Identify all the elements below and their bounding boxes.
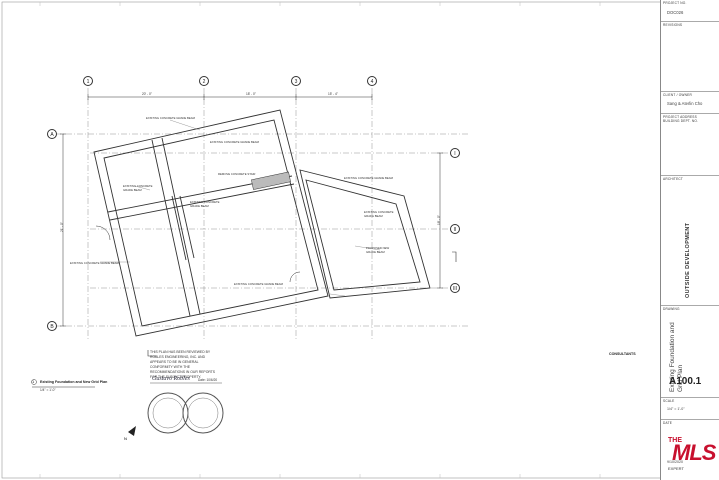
footing-note: EXISTING CONCRETE GRADE BEAM bbox=[190, 200, 220, 208]
revisions-label: REVISIONS bbox=[663, 23, 683, 27]
client-cell: CLIENT / OWNER Sang & Aterlin Cho bbox=[661, 92, 719, 114]
caption-title: Existing Foundation and New Grid Plan bbox=[40, 380, 108, 384]
dimension-label: 20' - 0" bbox=[142, 92, 152, 96]
scale-value: 1/4" = 1'-0" bbox=[667, 407, 685, 411]
svg-text:N: N bbox=[124, 436, 127, 441]
engineer-signature: Gustavo Robles bbox=[152, 376, 190, 382]
dimension-label: 21' - 0" bbox=[59, 222, 64, 232]
date-value: 9/10/2020 bbox=[667, 460, 683, 464]
footing-note: EXISTING CONCRETE GRADE BEAM bbox=[123, 184, 153, 192]
grid-bubble-column: 1 bbox=[83, 76, 93, 86]
footing-note: REMOVE CONCRETE STAIR bbox=[218, 172, 256, 176]
mls-logo: THE MLS EXPERT bbox=[664, 437, 716, 475]
grid-bubble-row-right: III bbox=[450, 283, 460, 293]
project-no-cell: PROJECT NO. DOC026 bbox=[661, 0, 719, 22]
footing-note: EXISTING CONCRETE GRADE BEAM bbox=[234, 282, 283, 286]
project-no: DOC026 bbox=[667, 10, 684, 15]
caption-scale: 1/4" = 1'-0" bbox=[40, 388, 56, 392]
footing-note: EXISTING CONCRETE GRADE BEAM bbox=[70, 261, 119, 265]
grid-bubble-row: B bbox=[47, 321, 57, 331]
grid-bubble-column: 4 bbox=[367, 76, 377, 86]
revisions-cell: REVISIONS bbox=[661, 22, 719, 92]
grid-bubble-row-right: I bbox=[450, 148, 460, 158]
dimension-label: 18' - 0" bbox=[436, 215, 441, 225]
mls-logo-the: THE bbox=[668, 437, 682, 444]
client-label: CLIENT / OWNER bbox=[663, 93, 692, 97]
address-cell: PROJECT ADDRESS BUILDING DEPT. NO. bbox=[661, 114, 719, 176]
dimension-label: 18' - 0" bbox=[246, 92, 256, 96]
sheet-number: A100.1 bbox=[669, 376, 702, 387]
project-no-label: PROJECT NO. bbox=[663, 1, 687, 5]
footing-note: EXISTING CONCRETE GRADE BEAM bbox=[344, 176, 393, 180]
grid-bubble-column: 3 bbox=[291, 76, 301, 86]
footing-note: EXISTING CONCRETE GRADE BEAM bbox=[146, 116, 195, 120]
footing-note: EXISTING CONCRETE GRADE BEAM bbox=[210, 140, 259, 144]
firm-name: OUTSIDE DEVELOPMENT bbox=[685, 222, 691, 298]
client-name: Sang & Aterlin Cho bbox=[667, 101, 703, 106]
grid-bubble-column: 2 bbox=[199, 76, 209, 86]
address-label: PROJECT ADDRESS BUILDING DEPT. NO. bbox=[663, 115, 699, 123]
architect-cell: ARCHITECT OUTSIDE DEVELOPMENT bbox=[661, 176, 719, 306]
architect-label: ARCHITECT bbox=[663, 177, 684, 181]
mls-logo-tag: EXPERT bbox=[668, 466, 684, 471]
date-cell: DATE 9/10/2020 bbox=[661, 420, 719, 480]
drawing-cell: DRAWING Existing Foundation and Grid Pla… bbox=[661, 306, 719, 398]
date-label: DATE bbox=[663, 421, 673, 425]
footing-note: EXISTING CONCRETE GRADE BEAM bbox=[364, 210, 394, 218]
footing-note: PROPOSED NEW GRADE BEAM bbox=[366, 246, 390, 254]
signature-date: Date: 10/6/20 bbox=[198, 378, 218, 382]
title-block: PROJECT NO. DOC026 REVISIONS CLIENT / OW… bbox=[660, 0, 719, 480]
consultants-label: CONSULTANTS bbox=[609, 352, 636, 356]
caption-number: 1 bbox=[32, 379, 35, 384]
drawing-label: DRAWING bbox=[663, 307, 680, 311]
mls-logo-text: MLS bbox=[672, 440, 716, 465]
grid-bubble-row: A bbox=[47, 129, 57, 139]
review-note: THIS PLAN HAS BEEN REVIEWED BY ROBLES EN… bbox=[150, 350, 216, 379]
grid-bubble-row-right: II bbox=[450, 224, 460, 234]
dimension-label: 15' - 4" bbox=[328, 92, 338, 96]
scale-label: SCALE bbox=[663, 399, 675, 403]
scale-cell: SCALE 1/4" = 1'-0" bbox=[661, 398, 719, 420]
